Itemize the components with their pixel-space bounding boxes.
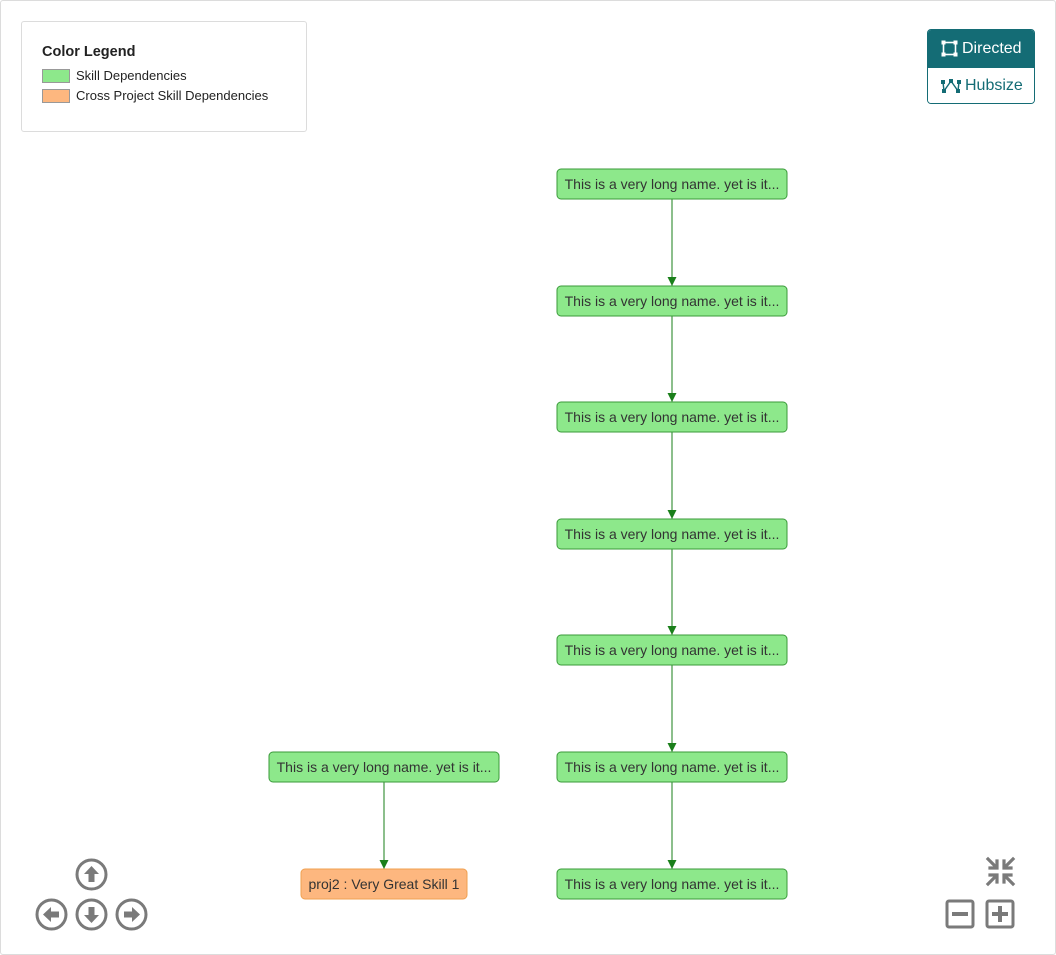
legend-title: Color Legend — [42, 44, 136, 60]
legend-label-cross-project: Cross Project Skill Dependencies — [76, 88, 269, 103]
fit-compress-icon — [985, 856, 1016, 887]
skill-node[interactable]: This is a very long name. yet is it... — [268, 751, 500, 783]
hubsize-layout-button[interactable]: Hubsize — [928, 67, 1034, 103]
skill-node[interactable]: This is a very long name. yet is it... — [556, 634, 788, 666]
node-label: This is a very long name. yet is it... — [277, 759, 492, 775]
node-label: This is a very long name. yet is it... — [565, 293, 780, 309]
zoom-in-icon — [985, 899, 1015, 929]
hubsize-layout-label: Hubsize — [965, 77, 1023, 94]
right-arrow-icon — [115, 898, 148, 931]
skill-node[interactable]: This is a very long name. yet is it... — [556, 751, 788, 783]
node-label: This is a very long name. yet is it... — [565, 876, 780, 892]
layout-toggle-group: Directed Hubsize — [927, 29, 1035, 104]
hubsize-layout-icon — [941, 78, 961, 93]
node-box — [556, 518, 788, 550]
node-box — [556, 868, 788, 900]
node-box — [556, 401, 788, 433]
node-box — [556, 168, 788, 200]
legend-item-cross-project: Cross Project Skill Dependencies — [42, 88, 268, 103]
cross-project-skill-node[interactable]: proj2 : Very Great Skill 1 — [300, 868, 468, 900]
node-label: This is a very long name. yet is it... — [565, 409, 780, 425]
pan-left-button[interactable] — [35, 898, 68, 931]
legend-item-skill: Skill Dependencies — [42, 68, 187, 83]
node-label: This is a very long name. yet is it... — [565, 642, 780, 658]
legend-swatch-cross-project — [42, 88, 70, 103]
node-label: This is a very long name. yet is it... — [565, 759, 780, 775]
pan-down-button[interactable] — [75, 898, 108, 931]
legend-swatch-skill — [42, 68, 70, 83]
skill-node[interactable]: This is a very long name. yet is it... — [556, 401, 788, 433]
up-arrow-icon — [75, 858, 108, 891]
node-label: This is a very long name. yet is it... — [565, 176, 780, 192]
directed-layout-button[interactable]: Directed — [928, 30, 1034, 67]
node-box — [556, 285, 788, 317]
zoom-out-icon — [945, 899, 975, 929]
down-arrow-icon — [75, 898, 108, 931]
left-arrow-icon — [35, 898, 68, 931]
skill-node[interactable]: This is a very long name. yet is it... — [556, 285, 788, 317]
node-box — [556, 634, 788, 666]
skill-node[interactable]: This is a very long name. yet is it... — [556, 168, 788, 200]
node-label: This is a very long name. yet is it... — [565, 526, 780, 542]
zoom-in-button[interactable] — [984, 898, 1016, 930]
directed-layout-icon — [941, 40, 958, 57]
skill-node[interactable]: This is a very long name. yet is it... — [556, 868, 788, 900]
node-box — [300, 868, 468, 900]
skill-node[interactable]: This is a very long name. yet is it... — [556, 518, 788, 550]
pan-right-button[interactable] — [115, 898, 148, 931]
pan-up-button[interactable] — [75, 858, 108, 891]
zoom-out-button[interactable] — [944, 898, 976, 930]
directed-layout-label: Directed — [962, 39, 1022, 57]
node-box — [268, 751, 500, 783]
color-legend: Color Legend Skill Dependencies Cross Pr… — [21, 21, 307, 132]
node-label: proj2 : Very Great Skill 1 — [309, 876, 460, 892]
node-box — [556, 751, 788, 783]
legend-label-skill: Skill Dependencies — [76, 68, 187, 83]
fit-to-screen-button[interactable] — [984, 855, 1017, 888]
